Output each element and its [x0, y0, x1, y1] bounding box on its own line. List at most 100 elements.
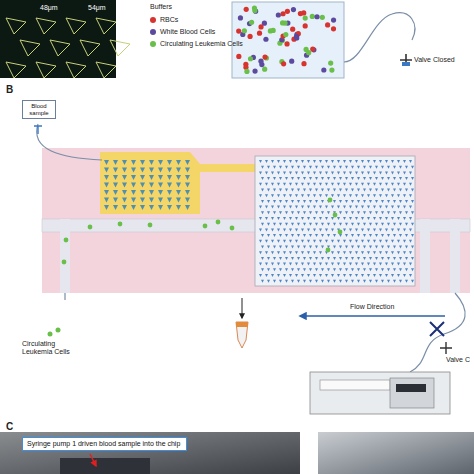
- pillar: [307, 206, 310, 209]
- pillar: [271, 160, 274, 163]
- pillar: [113, 175, 118, 180]
- cell-dot: [320, 15, 325, 20]
- pillar: [355, 217, 358, 220]
- pillar: [355, 183, 358, 186]
- pillar: [331, 160, 334, 163]
- pillar: [277, 274, 280, 277]
- pillar: [363, 268, 366, 271]
- pillar: [373, 171, 376, 174]
- pillar: [265, 183, 268, 186]
- pillar: [261, 166, 264, 169]
- pillar: [379, 206, 382, 209]
- pillar: [158, 183, 163, 188]
- pillar: [277, 240, 280, 243]
- cell-dot: [294, 35, 299, 40]
- pillar: [140, 168, 145, 173]
- pillar: [339, 280, 342, 283]
- pillar: [309, 246, 312, 249]
- pillar: [373, 228, 376, 231]
- pillar: [343, 251, 346, 254]
- pillar: [399, 189, 402, 192]
- pillar: [185, 175, 190, 180]
- pillar: [289, 251, 292, 254]
- pillar: [345, 189, 348, 192]
- pillar-outline: [96, 18, 116, 34]
- pillar: [149, 175, 154, 180]
- pillar: [391, 217, 394, 220]
- cell-dot: [301, 61, 306, 66]
- pillar: [309, 280, 312, 283]
- pillar: [279, 234, 282, 237]
- pillar: [387, 257, 390, 260]
- pillar: [351, 268, 354, 271]
- pillar: [265, 206, 268, 209]
- pillar: [176, 190, 181, 195]
- pillar: [321, 246, 324, 249]
- pillar: [375, 280, 378, 283]
- pillar: [385, 274, 388, 277]
- pillar: [313, 206, 316, 209]
- pillar: [167, 198, 172, 203]
- pillar: [357, 257, 360, 260]
- pillar: [327, 280, 330, 283]
- leukemia-cell: [118, 222, 123, 227]
- pillar: [411, 211, 414, 214]
- pillar: [277, 228, 280, 231]
- pillar: [375, 223, 378, 226]
- pillar: [131, 205, 136, 210]
- pillar: [113, 205, 118, 210]
- pillar: [351, 200, 354, 203]
- label-text: 54μm: [88, 4, 106, 11]
- pillar: [363, 166, 366, 169]
- legend-swatch: [150, 41, 156, 47]
- pillar: [333, 166, 336, 169]
- cell-dot: [252, 5, 257, 10]
- pillar: [349, 240, 352, 243]
- pillar: [259, 240, 262, 243]
- pillar: [279, 200, 282, 203]
- cell-dot: [280, 11, 285, 16]
- pillar: [301, 251, 304, 254]
- pillar: [373, 274, 376, 277]
- pillar: [185, 183, 190, 188]
- pillar: [409, 183, 412, 186]
- pillar: [403, 206, 406, 209]
- pillar: [285, 211, 288, 214]
- pillar: [325, 160, 328, 163]
- pillar: [357, 280, 360, 283]
- legend-item: RBCs: [150, 16, 178, 23]
- pillar: [339, 166, 342, 169]
- pillar: [351, 246, 354, 249]
- pillar: [373, 251, 376, 254]
- pillar: [273, 246, 276, 249]
- pillar: [385, 194, 388, 197]
- pillar: [369, 280, 372, 283]
- pillar: [369, 211, 372, 214]
- pillar: [273, 177, 276, 180]
- pillar: [411, 200, 414, 203]
- pillar: [167, 183, 172, 188]
- pillar: [411, 257, 414, 260]
- cell-dot: [283, 32, 288, 37]
- cell-dot: [236, 54, 241, 59]
- pillar: [307, 240, 310, 243]
- pillar: [349, 263, 352, 266]
- pillar: [331, 251, 334, 254]
- legend-item: Circulating Leukemia Cells: [150, 40, 243, 47]
- pillar: [295, 194, 298, 197]
- pillar: [393, 211, 396, 214]
- pillar: [393, 177, 396, 180]
- pillar: [279, 257, 282, 260]
- sample-label: Blood sample: [22, 100, 56, 119]
- pillar: [273, 280, 276, 283]
- pillar: [409, 171, 412, 174]
- legend-text: RBCs: [160, 16, 178, 23]
- pillar: [279, 280, 282, 283]
- pillar: [343, 206, 346, 209]
- pillar: [379, 183, 382, 186]
- pillar: [271, 217, 274, 220]
- pillar: [261, 246, 264, 249]
- pillar: [357, 234, 360, 237]
- pillar: [267, 257, 270, 260]
- cell-dot: [285, 9, 290, 14]
